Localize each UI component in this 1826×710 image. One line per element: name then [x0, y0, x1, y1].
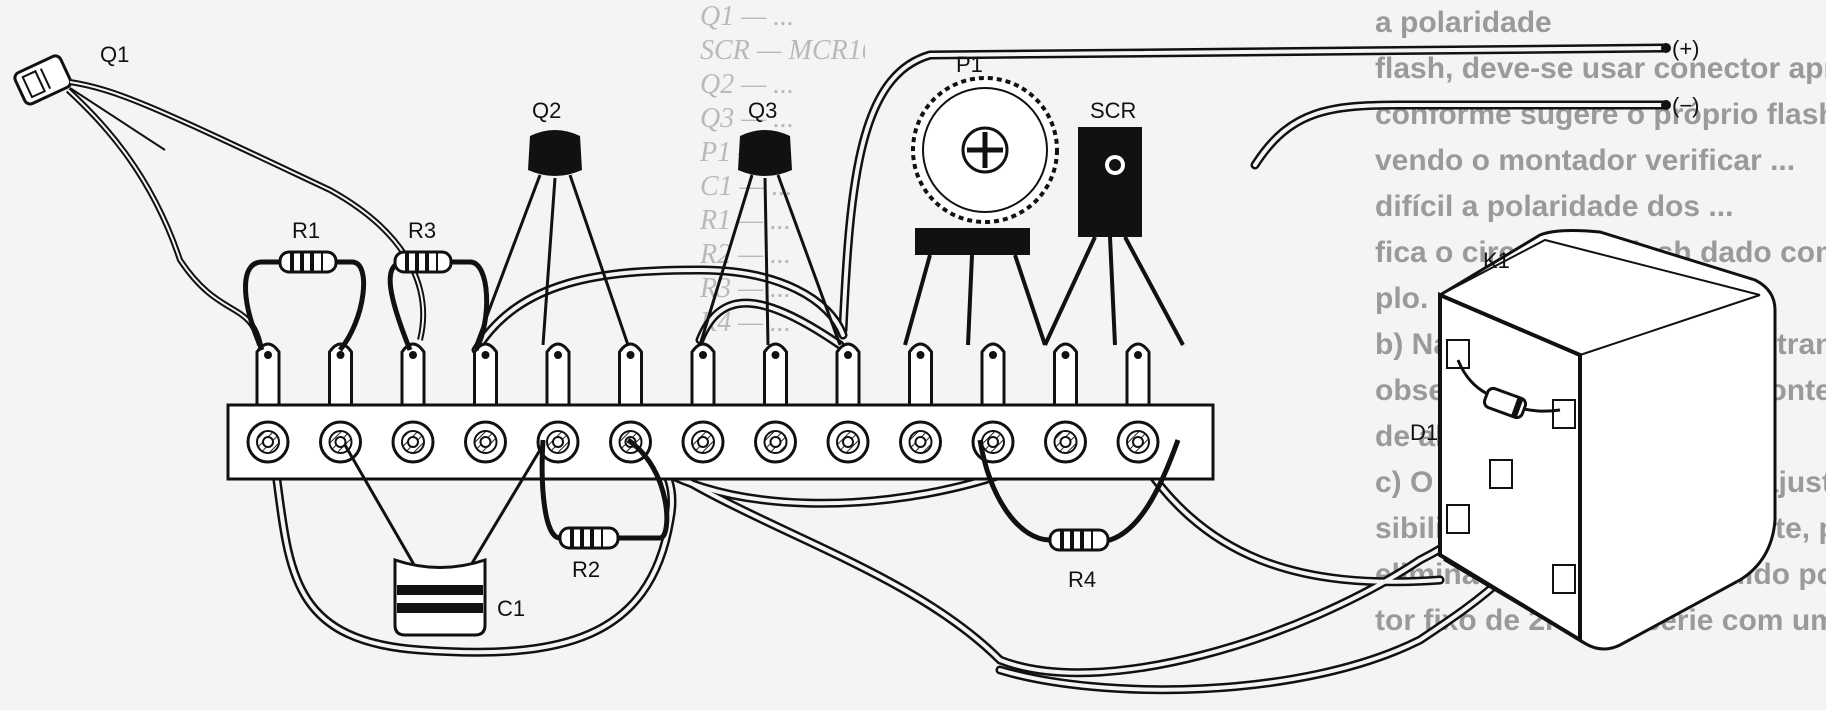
q3-transistor: Q3 — [698, 98, 842, 346]
r2-label: R2 — [572, 557, 600, 582]
solder-lug — [1053, 342, 1078, 407]
r2-resistor: R2 — [539, 437, 670, 582]
lug-hole — [1061, 351, 1070, 359]
plus-terminal-label: (+) — [1672, 36, 1700, 61]
terminal-screw — [899, 420, 942, 464]
solder-lug — [1125, 342, 1151, 407]
solder-lug — [255, 342, 281, 407]
scr-label: SCR — [1090, 98, 1136, 123]
lug-hole — [481, 351, 490, 359]
p1-label: P1 — [956, 52, 983, 77]
terminal-screw — [536, 420, 580, 464]
lug-hole — [916, 351, 925, 359]
lug-hole — [626, 351, 635, 359]
q2-transistor: Q2 — [474, 98, 630, 346]
d1-diode: D1 — [1410, 359, 1561, 445]
terminal-screw — [391, 420, 435, 464]
solder-lug — [690, 342, 716, 407]
scr-thyristor: SCR — [1043, 98, 1185, 346]
solder-lug — [545, 342, 571, 407]
solder-lug — [618, 342, 643, 407]
r1-label: R1 — [292, 218, 320, 243]
r3-resistor: R3 — [387, 218, 490, 352]
solder-lug — [400, 342, 426, 407]
terminal-screw — [826, 420, 870, 464]
power-terminals: (+) (−) — [1661, 36, 1700, 118]
d1-label: D1 — [1410, 420, 1438, 445]
solder-lug — [473, 342, 498, 407]
lug-hole — [771, 351, 780, 359]
r4-resistor: R4 — [977, 439, 1181, 592]
terminal-screw — [1116, 420, 1160, 464]
lug-hole — [699, 351, 707, 359]
terminal-screw — [754, 420, 797, 464]
q1-phototransistor: Q1 — [13, 42, 427, 346]
q2-label: Q2 — [532, 98, 561, 123]
p1-potentiometer: P1 — [903, 52, 1059, 346]
c1-capacitor: C1 — [343, 444, 545, 637]
terminal-screw — [1044, 420, 1087, 464]
solder-lugs — [255, 342, 1151, 407]
lug-hole — [989, 351, 997, 359]
minus-terminal-label: (−) — [1672, 93, 1700, 118]
solder-lug — [908, 342, 933, 407]
q1-label: Q1 — [100, 42, 129, 67]
k1-relay: K1 — [1438, 229, 1777, 651]
lug-hole — [264, 351, 272, 359]
q3-label: Q3 — [748, 98, 777, 123]
r1-resistor: R1 — [243, 218, 367, 352]
lug-hole — [1134, 351, 1142, 359]
terminal-screw — [246, 420, 290, 464]
solder-lug — [980, 342, 1006, 407]
lug-hole — [336, 351, 345, 359]
r4-label: R4 — [1068, 567, 1096, 592]
solder-lug — [835, 342, 861, 407]
solder-lug — [763, 342, 788, 407]
lug-hole — [409, 351, 417, 359]
terminal-strip — [226, 342, 1215, 481]
c1-label: C1 — [497, 596, 525, 621]
lug-hole — [844, 351, 852, 359]
terminal-screw — [319, 420, 362, 464]
terminal-screw — [464, 420, 507, 464]
r3-label: R3 — [408, 218, 436, 243]
k1-label: K1 — [1483, 248, 1510, 273]
lug-hole — [554, 351, 562, 359]
terminal-screw — [681, 420, 725, 464]
